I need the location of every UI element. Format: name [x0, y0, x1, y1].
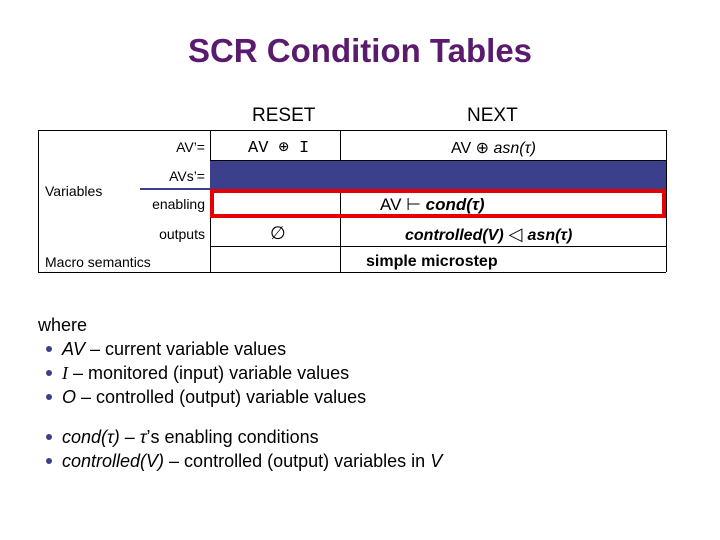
where-item-cond-sym2: τ [139, 427, 147, 447]
where-item-i: I – monitored (input) variable values [38, 361, 366, 385]
where-item-cond-sym: cond(τ) [62, 427, 120, 447]
avs-label-underline [140, 188, 210, 190]
cell-outputs-next: controlled(V) ◁ asn(τ) [405, 224, 572, 245]
cell-outputs-next-op: ◁ [503, 224, 528, 244]
where-item-cond: cond(τ) – τ’s enabling conditions [38, 425, 442, 449]
row-label-avs: AVs’= [169, 168, 205, 184]
header-next: NEXT [467, 105, 518, 126]
cell-outputs-next-fn: controlled(V) [405, 227, 504, 244]
where-item-av-sym: AV [62, 339, 86, 359]
row-label-enabling: enabling [152, 196, 205, 212]
header-reset: RESET [252, 105, 316, 126]
where-item-o-sym: O [62, 387, 77, 407]
row-rule-outputs [210, 246, 666, 247]
bullet-icon [46, 345, 52, 352]
where-list-2: cond(τ) – τ’s enabling conditions contro… [38, 425, 442, 473]
cell-enabling-next: AV ⊢ cond(τ) [380, 195, 485, 215]
cell-av-reset: AV ⊕ I [248, 139, 310, 158]
col-divider-2 [340, 130, 341, 272]
where-item-controlled-mid: – controlled (output) variables in [164, 451, 431, 471]
enabling-row-highlight [210, 189, 666, 218]
where-item-i-sym: I [62, 363, 68, 383]
row-rule-av [210, 160, 666, 161]
where-item-controlled: controlled(V) – controlled (output) vari… [38, 449, 442, 473]
cell-av-next: AV ⊕ asn(τ) [451, 138, 536, 158]
table-right-border [666, 130, 667, 272]
where-list: where AV – current variable values I – m… [38, 313, 366, 409]
row-label-macro-semantics: Macro semantics [45, 254, 151, 270]
cell-outputs-reset: ∅ [270, 223, 286, 243]
bullet-icon [46, 433, 52, 440]
where-item-i-text: – monitored (input) variable values [68, 363, 350, 383]
bullet-icon [46, 457, 52, 464]
cell-av-next-pre: AV ⊕ [451, 140, 494, 157]
table-left-border [38, 130, 39, 272]
where-item-controlled-sym2: V [430, 451, 443, 471]
where-item-cond-mid: – [119, 427, 140, 447]
where-item-o: O – controlled (output) variable values [38, 385, 366, 409]
where-item-cond-text: ’s enabling conditions [146, 427, 319, 447]
slide-title: SCR Condition Tables [187, 32, 533, 69]
where-item-controlled-sym: controlled(V) [62, 451, 165, 471]
table-bottom-rule [38, 272, 666, 273]
cell-macro-next: simple microstep [366, 253, 498, 270]
row-label-av: AV’= [176, 139, 205, 155]
table-top-rule [38, 130, 666, 131]
where-item-av: AV – current variable values [38, 337, 366, 361]
where-item-av-text: – current variable values [85, 339, 287, 359]
cell-enabling-next-pre: AV ⊢ [380, 195, 426, 214]
where-intro: where [38, 315, 88, 335]
bullet-icon [46, 393, 52, 400]
bullet-icon [46, 369, 52, 376]
cell-av-next-fn: asn(τ) [493, 140, 536, 157]
cell-enabling-next-fn: cond(τ) [425, 195, 485, 214]
cell-outputs-next-fn2: asn(τ) [527, 227, 573, 244]
row-label-outputs: outputs [159, 226, 205, 242]
avs-row-bar [210, 161, 666, 189]
where-item-o-text: – controlled (output) variable values [76, 387, 367, 407]
group-label-variables: Variables [45, 183, 103, 199]
